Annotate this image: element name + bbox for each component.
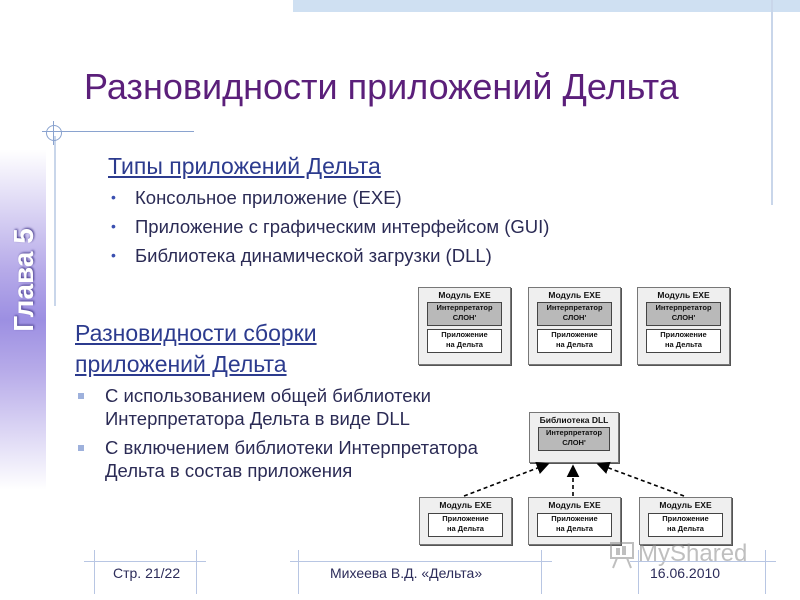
application-sublabel: на Дельта [446,340,483,349]
application-sublabel: на Дельта [665,340,702,349]
crosshair-horizontal [42,131,66,132]
exe-module-bottom: Модуль EXE Приложение на Дельта [528,497,621,545]
interpreter-label: Интерпретатор [545,428,603,437]
exe-module-top: Модуль EXE Интерпретатор СЛОН' Приложени… [528,287,621,365]
top-accent-bar [293,0,800,12]
list-item: С включением библиотеки Интерпретатора Д… [75,436,495,482]
section1-heading: Типы приложений Дельта [108,153,381,179]
dependency-arrow-right [596,461,685,497]
section2-list: С использованием общей библиотеки Интерп… [75,384,495,482]
application-block: Приложение на Дельта [648,513,723,537]
watermark-text: MyShared [638,540,748,567]
application-sublabel: на Дельта [667,524,704,533]
application-label: Приложение [662,514,709,523]
interpreter-block: Интерпретатор СЛОН' [537,302,612,326]
footer-tick [638,550,639,594]
application-sublabel: на Дельта [556,340,593,349]
section1-list: Консольное приложение (EXE) Приложение с… [108,183,549,270]
footer-tick [765,550,766,594]
crosshair-vertical [53,121,54,145]
library-title: Библиотека DLL [539,415,609,425]
application-block: Приложение на Дельта [537,329,612,353]
footer-date: 16.06.2010 [650,565,721,581]
list-item: Консольное приложение (EXE) [108,183,549,212]
interpreter-block: Интерпретатор СЛОН' [427,302,502,326]
interpreter-name: СЛОН' [671,313,696,322]
exe-module-top: Модуль EXE Интерпретатор СЛОН' Приложени… [637,287,730,365]
section2-heading-line1: Разновидности сборки [75,320,317,346]
footer-tick [541,550,542,594]
right-divider-line [771,0,773,205]
module-title: Модуль EXE [439,500,492,510]
dependency-arrow-left [463,462,550,497]
section2-heading-line2: приложений Дельта [75,351,287,377]
presentation-board-icon [610,542,634,569]
footer-tick [298,550,299,594]
application-label: Приложение [660,330,707,339]
interpreter-label: Интерпретатор [655,303,712,312]
module-title: Модуль EXE [659,500,712,510]
footer-tick [196,550,197,594]
module-title: Модуль EXE [548,290,601,300]
footer-line-right [630,561,776,562]
list-item: С использованием общей библиотеки Интерп… [75,384,495,430]
application-sublabel: на Дельта [556,524,593,533]
application-label: Приложение [551,514,598,523]
application-sublabel: на Дельта [447,524,484,533]
title-underline-line [48,131,194,132]
interpreter-label: Интерпретатор [546,303,603,312]
module-title: Модуль EXE [548,500,601,510]
list-item: Библиотека динамической загрузки (DLL) [108,241,549,270]
module-title: Модуль EXE [657,290,710,300]
exe-module-bottom: Модуль EXE Приложение на Дельта [419,497,512,545]
interpreter-block: Интерпретатор СЛОН' [538,427,610,451]
application-block: Приложение на Дельта [646,329,721,353]
application-block: Приложение на Дельта [537,513,612,537]
footer-line-left [84,561,206,562]
section2: Разновидности сборки приложений Дельта С… [75,318,495,488]
watermark: MyShared [608,538,766,572]
exe-module-top: Модуль EXE Интерпретатор СЛОН' Приложени… [418,287,511,365]
footer-author: Михеева В.Д. «Дельта» [330,565,483,581]
application-block: Приложение на Дельта [427,329,502,353]
application-label: Приложение [442,514,489,523]
application-block: Приложение на Дельта [428,513,503,537]
module-title: Модуль EXE [438,290,491,300]
interpreter-block: Интерпретатор СЛОН' [646,302,721,326]
section1: Типы приложений Дельта Консольное прилож… [108,153,549,270]
footer-line-middle [290,561,552,562]
interpreter-name: СЛОН' [562,438,586,447]
footer-page: Стр. 21/22 [113,565,181,581]
crosshair-circle-icon [46,125,62,141]
dll-library-box: Библиотека DLL Интерпретатор СЛОН' [529,412,619,463]
exe-module-bottom: Модуль EXE Приложение на Дельта [639,497,732,545]
list-item: Приложение с графическим интерфейсом (GU… [108,212,549,241]
application-label: Приложение [441,330,488,339]
footer-tick [94,550,95,594]
interpreter-label: Интерпретатор [436,303,493,312]
application-label: Приложение [551,330,598,339]
interpreter-name: СЛОН' [452,313,477,322]
slide-title: Разновидности приложений Дельта [84,66,679,107]
side-accent-bar [0,150,46,490]
left-divider-line [54,136,56,306]
interpreter-name: СЛОН' [562,313,587,322]
